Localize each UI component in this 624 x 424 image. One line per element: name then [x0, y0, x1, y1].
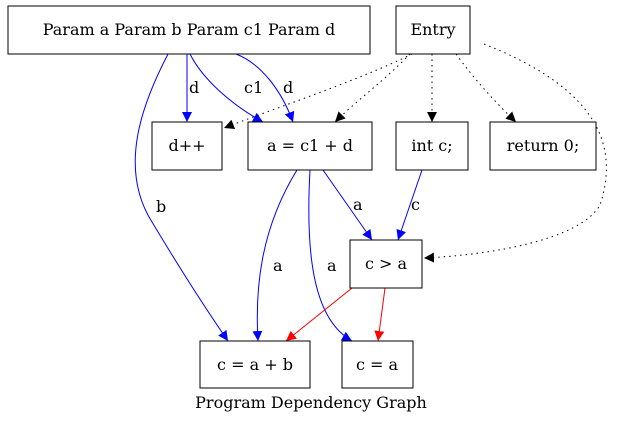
- edge-label-c1: c1: [244, 78, 263, 97]
- edge-label-d-assign: d: [283, 78, 293, 97]
- edge-cond-to-c-ab: [285, 287, 353, 342]
- node-c-a-plus-b-label: c = a + b: [217, 355, 293, 374]
- node-assign-a-label: a = c1 + d: [267, 136, 353, 155]
- edge-cond-to-c-a: [374, 287, 386, 342]
- node-return[interactable]: return 0;: [489, 121, 597, 171]
- edge-label-a-cond: a: [353, 195, 363, 214]
- node-assign-a[interactable]: a = c1 + d: [247, 121, 373, 171]
- edge-params-to-c-ab: [134, 53, 229, 342]
- edge-entry-to-dpp: [223, 53, 413, 130]
- edge-label-c: c: [411, 195, 420, 214]
- graph-title: Program Dependency Graph: [195, 393, 427, 412]
- node-entry-label: Entry: [410, 20, 455, 39]
- node-c-a-plus-b[interactable]: c = a + b: [199, 340, 311, 389]
- node-params[interactable]: Param a Param b Param c1 Param d: [7, 5, 371, 55]
- edge-entry-to-return: [455, 53, 517, 123]
- edge-label-a-ca: a: [327, 256, 337, 275]
- edge-assign-to-c-ab: [252, 169, 298, 342]
- node-cond[interactable]: c > a: [349, 239, 423, 289]
- node-cond-label: c > a: [365, 254, 408, 273]
- node-int-c[interactable]: int c;: [395, 121, 469, 171]
- node-int-c-label: int c;: [411, 136, 452, 155]
- node-d-increment[interactable]: d++: [151, 121, 223, 171]
- edge-assign-to-cond: [322, 169, 373, 241]
- node-c-a[interactable]: c = a: [341, 340, 414, 389]
- nodes: Param a Param b Param c1 Param d Entry d…: [7, 5, 597, 389]
- node-params-label: Param a Param b Param c1 Param d: [43, 20, 336, 39]
- edge-label-b: b: [156, 197, 166, 216]
- edge-int-c-to-cond: [396, 169, 423, 241]
- edge-entry-to-assign: [334, 53, 411, 123]
- edges: [134, 43, 607, 342]
- edge-labels: d c1 d b a a a c: [156, 78, 420, 275]
- node-c-a-label: c = a: [356, 355, 399, 374]
- edge-params-to-assign-c1: [189, 53, 264, 123]
- edge-label-a-cab: a: [273, 256, 283, 275]
- node-d-increment-label: d++: [168, 136, 205, 155]
- node-entry[interactable]: Entry: [395, 5, 471, 55]
- edge-label-d-dpp: d: [189, 78, 199, 97]
- edge-params-to-assign-d: [235, 53, 295, 123]
- node-return-label: return 0;: [507, 136, 579, 155]
- edge-assign-to-c-a: [308, 169, 353, 342]
